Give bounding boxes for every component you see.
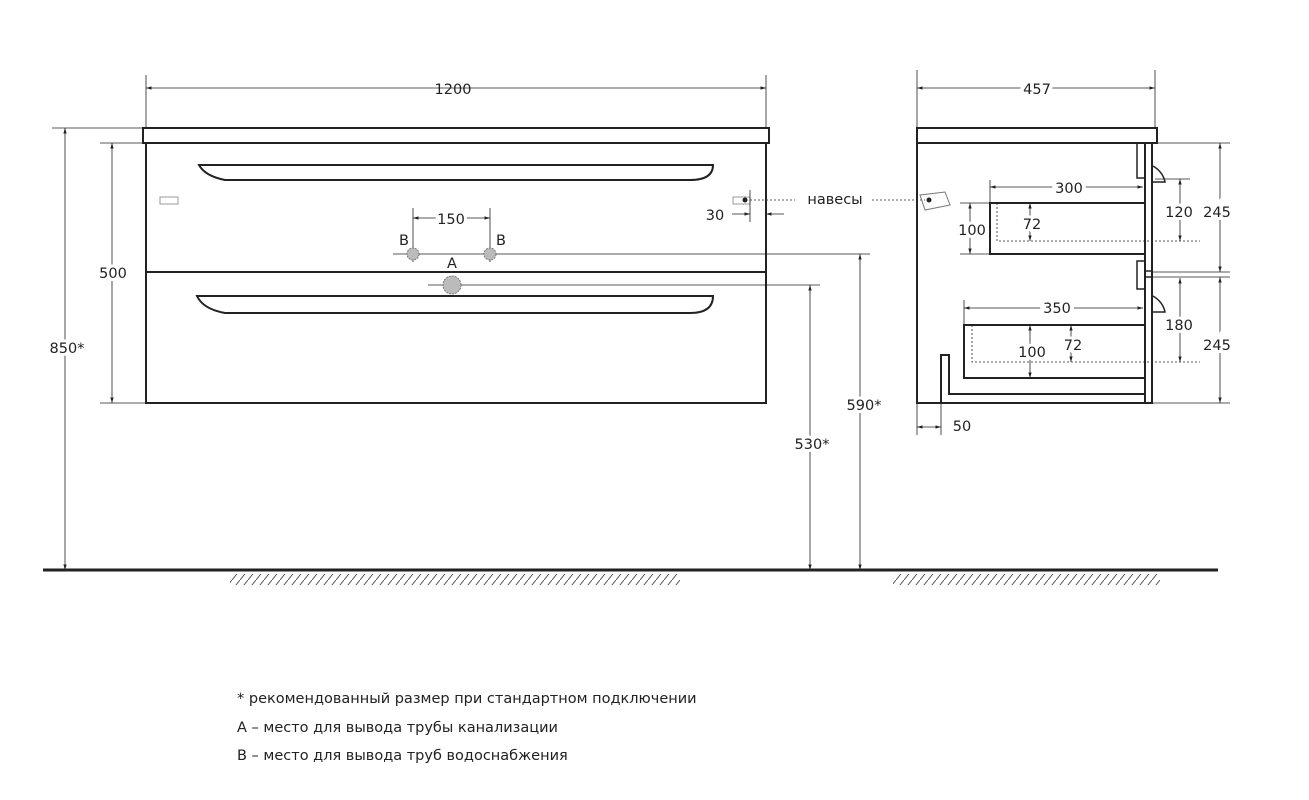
side-hinge-bracket [919,191,951,211]
pipe-spacing-label: 150 [437,212,465,228]
side-body [916,143,1153,404]
drain-outlet-a [442,275,462,295]
height-a-label: 530* [795,437,830,453]
top-drawer-handle [197,164,715,181]
water-outlet-b-right [483,247,497,261]
drawer1-depth-label: 300 [1055,181,1083,197]
hinge-mount-left [159,196,179,205]
water-outlet-b-left [406,247,420,261]
depth-label: 457 [1023,82,1051,98]
front-view [52,75,925,570]
drawer2-offset-label: 180 [1165,318,1193,334]
lower-height-label: 245 [1203,338,1231,354]
label-b-left: B [399,233,409,249]
note-b-water: B – место для вывода труб водоснабжения [237,748,568,764]
side-view [916,70,1230,435]
handle-profile-top [1152,165,1166,183]
side-view-labels: 457 300 100 72 120 245 350 100 72 180 24… [953,78,1234,435]
drawer2-height-label: 100 [1018,345,1046,361]
upper-height-label: 245 [1203,205,1231,221]
height-b-label: 590* [847,398,882,414]
bottom-drawer-handle [195,295,715,314]
drawer1-height-label: 100 [958,223,986,239]
hinge-offset-label: 30 [706,208,724,224]
side-countertop [916,127,1158,144]
drawer2-depth-label: 350 [1043,301,1071,317]
drawer-1 [989,202,1146,255]
note-recommended-size: * рекомендованный размер при стандартном… [237,691,697,707]
label-b-right: B [496,233,506,249]
drawer2-inner-label: 72 [1064,338,1082,354]
base-offset-label: 50 [953,419,971,435]
front-view-labels: 1200 850* 500 150 B B A 30 навесы 590* 5… [47,82,885,456]
label-a: A [447,256,457,272]
hinges-label: навесы [807,192,862,208]
countertop [142,127,770,144]
floor-hatch-front [230,574,680,585]
floor-hatch-side [893,574,1160,585]
handle-profile-bottom [1152,295,1166,313]
drawer-2 [963,324,1146,379]
body-height-label: 500 [99,266,127,282]
drawer1-offset-label: 120 [1165,205,1193,221]
width-label: 1200 [435,82,472,98]
base-shelf [940,354,1145,403]
drawer1-inner-label: 72 [1023,217,1041,233]
hinge-mount-right [732,196,751,205]
note-a-drain: A – место для вывода трубы канализации [237,720,558,736]
total-height-label: 850* [50,341,85,357]
